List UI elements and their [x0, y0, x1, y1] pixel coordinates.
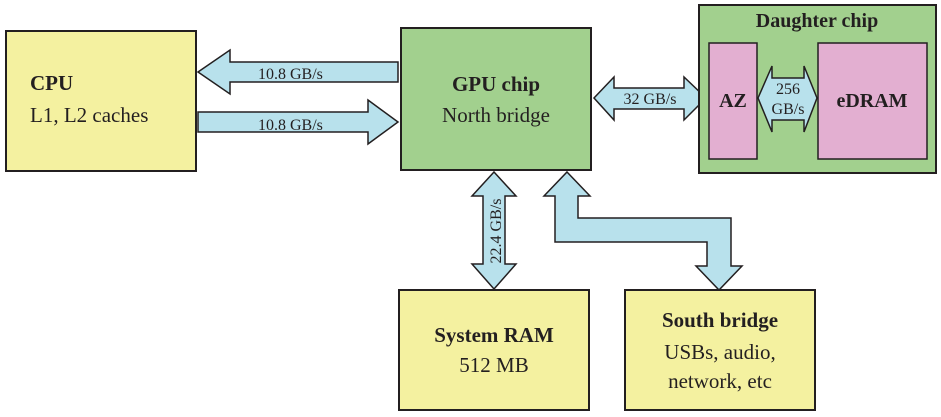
label-gpu-ram: 22.4 GB/s — [488, 199, 505, 264]
gpu-subtitle: North bridge — [442, 103, 550, 127]
cpu-title: CPU — [30, 71, 73, 95]
system-ram-subtitle: 512 MB — [459, 353, 528, 377]
cpu-subtitle: L1, L2 caches — [30, 103, 148, 127]
edram-label: eDRAM — [836, 90, 907, 112]
gpu-box — [400, 27, 592, 171]
az-label: AZ — [719, 90, 747, 112]
label-gpu-daughter: 32 GB/s — [624, 91, 677, 108]
south-bridge-line1: USBs, audio, — [664, 340, 775, 364]
system-ram-box — [398, 289, 590, 411]
label-cpu-to-gpu: 10.8 GB/s — [258, 117, 323, 134]
label-az-edram-bottom: GB/s — [772, 101, 805, 118]
arrow-gpu-south — [542, 170, 744, 292]
cpu-box — [5, 30, 197, 172]
daughter-chip-title: Daughter chip — [756, 10, 878, 32]
arrow-gpu-to-cpu — [196, 48, 399, 96]
gpu-title: GPU chip — [452, 72, 540, 96]
label-az-edram-top: 256 — [776, 81, 800, 98]
edram-box — [817, 42, 928, 160]
arrow-az-edram — [757, 65, 818, 133]
south-bridge-line2: network, etc — [668, 369, 772, 393]
south-bridge-box — [624, 289, 816, 411]
south-bridge-title: South bridge — [662, 308, 778, 332]
az-box — [708, 42, 758, 160]
arrow-cpu-to-gpu — [197, 98, 400, 146]
system-ram-title: System RAM — [434, 323, 554, 347]
label-gpu-to-cpu: 10.8 GB/s — [258, 66, 323, 83]
